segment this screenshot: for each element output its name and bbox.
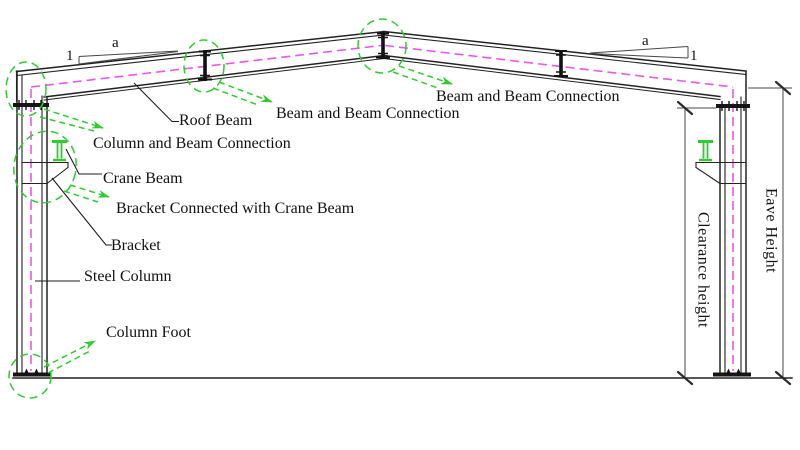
slope-marker-right <box>589 46 689 59</box>
slope-right-run-label: a <box>642 33 649 49</box>
eave-connection-right <box>716 101 750 111</box>
label-bracket: Bracket <box>111 237 161 254</box>
arrow-ridge-to-label <box>398 65 453 85</box>
bracket-left <box>21 161 69 185</box>
ridge-splice <box>376 32 390 59</box>
bracket-right <box>695 161 747 185</box>
highlight-crane-area <box>13 130 77 204</box>
slope-left-run-label: a <box>112 35 119 51</box>
highlight-column-foot <box>8 353 52 399</box>
leader-roof-beam <box>133 82 179 123</box>
leader-crane-beam <box>65 148 102 175</box>
highlight-arrows <box>39 65 453 374</box>
label-eave-height: Eave Height <box>762 188 780 274</box>
arrow-crane-to-label <box>69 184 110 198</box>
label-roof-beam: Roof Beam <box>179 112 253 129</box>
highlight-splice-left <box>183 39 225 93</box>
label-clearance-height: Clearance height <box>694 212 712 328</box>
label-column-and-beam-connection: Column and Beam Connection <box>93 135 291 152</box>
label-steel-column: Steel Column <box>84 268 172 285</box>
highlight-ridge <box>357 18 407 74</box>
crane-beam-left <box>52 140 67 162</box>
arrow-eave-to-label <box>43 108 104 129</box>
highlight-eave-connection <box>5 61 47 117</box>
label-column-foot: Column Foot <box>106 324 191 341</box>
arrow-foot-to-label <box>43 340 96 368</box>
label-bracket-connected-with-crane-beam: Bracket Connected with Crane Beam <box>116 200 355 217</box>
left-steel-column <box>13 70 51 377</box>
crane-beam-right <box>698 140 713 162</box>
slope-marker-left <box>78 50 179 65</box>
label-beam-beam-connection-right: Beam and Beam Connection <box>436 88 620 105</box>
dimension-eave-height <box>748 80 792 386</box>
label-crane-beam: Crane Beam <box>103 170 183 187</box>
leader-lines <box>35 82 179 282</box>
right-steel-column <box>713 70 751 377</box>
label-beam-beam-connection-left: Beam and Beam Connection <box>276 105 460 122</box>
slope-right-rise-label: 1 <box>690 48 698 64</box>
highlight-circles <box>5 18 407 399</box>
beam-splice-left <box>198 50 212 81</box>
slope-left-rise-label: 1 <box>66 48 74 64</box>
eave-connection-left <box>13 100 49 110</box>
leader-bracket <box>51 177 112 246</box>
dimension-clearance-height <box>676 100 716 386</box>
arrow-splice-to-label <box>218 81 273 103</box>
beam-splice-right <box>554 50 568 78</box>
